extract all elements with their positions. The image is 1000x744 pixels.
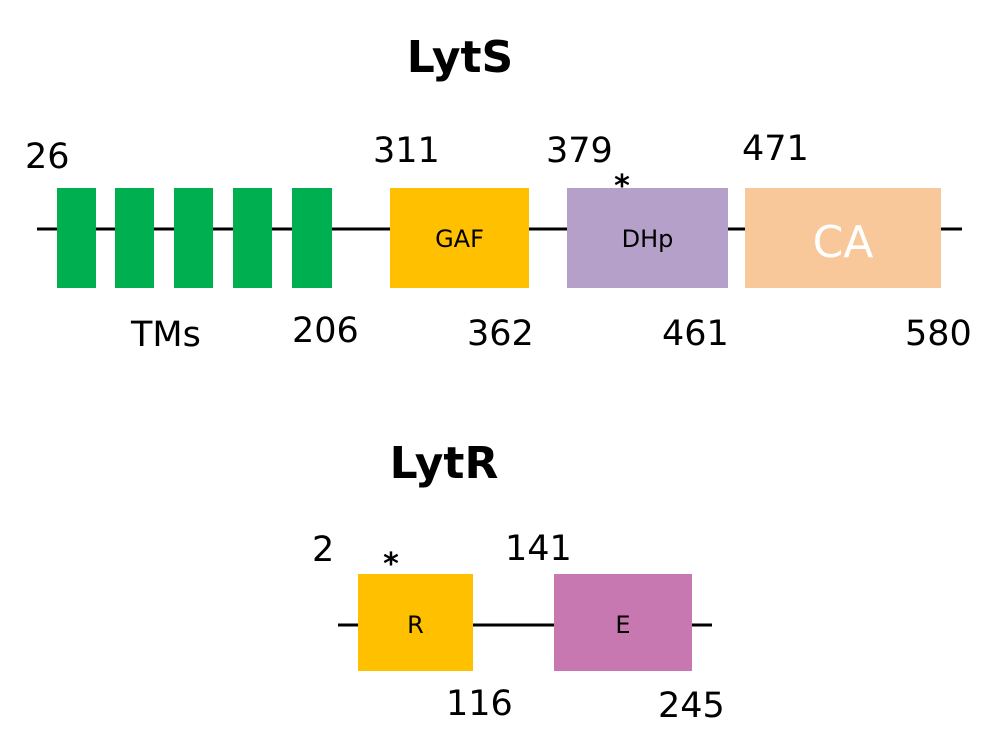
lyts-dhp-domain — [567, 188, 728, 288]
lyts-phosphorylation-asterisk: * — [614, 169, 630, 204]
lyts-num-dhp-start: 379 — [546, 131, 613, 171]
lyts-tm-segment-5 — [292, 188, 332, 288]
lyts-protein: LytS GAF DHp * CA 26 311 379 471 TMs 206… — [25, 32, 972, 355]
lytr-r-label: R — [407, 611, 424, 639]
lyts-ca-label: CA — [813, 217, 874, 268]
lytr-phosphorylation-asterisk: * — [383, 547, 399, 582]
lytr-e-label: E — [615, 611, 630, 639]
lyts-tm-segment-2 — [115, 188, 154, 288]
lyts-gaf-label: GAF — [435, 225, 484, 253]
lytr-num-r-end: 116 — [446, 684, 513, 724]
lyts-num-dhp-end: 461 — [662, 314, 729, 354]
lytr-e-domain — [554, 574, 692, 671]
lyts-num-tm-start: 26 — [25, 137, 70, 177]
lytr-title: LytR — [390, 438, 499, 489]
lyts-tm-segment-1 — [57, 188, 96, 288]
lyts-tms-label: TMs — [130, 315, 201, 355]
lyts-ca-domain — [745, 188, 941, 288]
lytr-num-e-start: 141 — [505, 529, 572, 569]
lytr-r-domain — [358, 574, 473, 671]
lyts-tm-segment-4 — [233, 188, 272, 288]
lyts-gaf-domain — [390, 188, 529, 288]
lyts-title: LytS — [407, 32, 513, 83]
lyts-num-ca-end: 580 — [905, 314, 972, 354]
lyts-tm-segment-3 — [174, 188, 213, 288]
lyts-num-tm-end: 206 — [292, 311, 359, 351]
lytr-num-r-start: 2 — [312, 530, 334, 570]
lyts-dhp-label: DHp — [622, 225, 674, 253]
lyts-num-ca-start: 471 — [742, 129, 809, 169]
lytr-protein: LytR R * E 2 141 116 245 — [312, 438, 725, 726]
lytr-num-e-end: 245 — [658, 686, 725, 726]
lyts-num-gaf-end: 362 — [467, 314, 534, 354]
lyts-num-gaf-start: 311 — [373, 131, 440, 171]
